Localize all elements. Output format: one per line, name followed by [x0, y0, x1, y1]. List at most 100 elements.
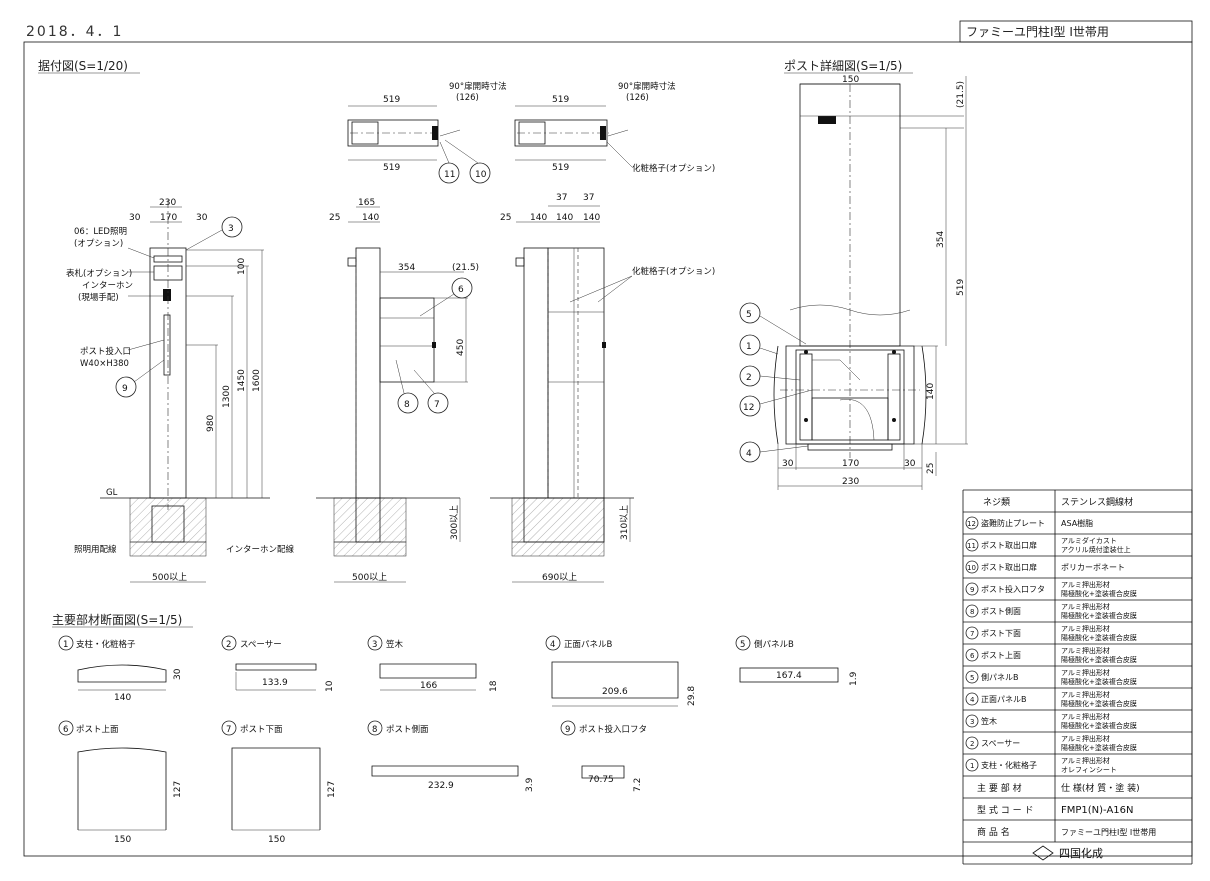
parts-row-number-circle: [965, 670, 979, 684]
parts-row-name: 笠木: [981, 716, 997, 726]
model-code-value: FMP1(N)-A16N: [1061, 805, 1134, 816]
svg-text:1.9: 1.9: [849, 671, 859, 686]
parts-row-number: 10: [967, 564, 976, 572]
svg-text:25: 25: [926, 463, 936, 474]
svg-text:140: 140: [583, 213, 600, 223]
parts-row-name: ポスト取出口扉: [981, 540, 1037, 550]
svg-text:140: 140: [926, 383, 936, 400]
svg-text:3: 3: [228, 224, 234, 234]
parts-row-number-circle: [965, 560, 979, 574]
front-elevation: 230 30 170 30 GL 500以上 06：LED照明 (オプション) …: [66, 198, 295, 583]
title-box: [959, 20, 1193, 43]
parts-row-spec: 陽極酸化+塗装複合皮膜: [1061, 611, 1137, 620]
svg-text:167.4: 167.4: [776, 671, 802, 681]
section-7: 7 ポスト下面 150 127: [221, 720, 337, 845]
parts-row-spec: 陽極酸化+塗装複合皮膜: [1061, 677, 1137, 686]
svg-text:170: 170: [842, 459, 859, 469]
svg-text:500以上: 500以上: [352, 572, 387, 583]
parts-row-spec: アルミ押出形材: [1061, 602, 1110, 611]
plan-view-left: 519 519 90°扉開時寸法 (126) 11 10: [347, 81, 507, 184]
section-2: 2 スペーサー 133.9 10: [221, 635, 335, 692]
svg-text:150: 150: [842, 75, 859, 85]
svg-text:8: 8: [404, 400, 410, 410]
parts-table-header-part: ネジ類: [983, 497, 1010, 508]
svg-text:5: 5: [746, 310, 752, 320]
svg-text:18: 18: [489, 680, 499, 692]
svg-text:1: 1: [746, 342, 752, 352]
section-9: 9 ポスト投入口フタ 70.75 7.2: [560, 720, 647, 792]
parts-row-spec: 陽極酸化+塗装複合皮膜: [1061, 589, 1137, 598]
svg-text:140: 140: [556, 213, 573, 223]
parts-row-number: 6: [970, 652, 975, 660]
parts-row-name: ポスト上面: [981, 651, 1021, 660]
parts-row-name: ポスト側面: [981, 606, 1021, 616]
sections-view-title: 主要部材断面図(S=1/5): [52, 612, 182, 627]
svg-text:166: 166: [420, 681, 437, 691]
parts-row-number: 2: [970, 740, 974, 748]
svg-text:(21.5): (21.5): [452, 263, 479, 273]
parts-row-number-circle: [965, 516, 979, 530]
parts-row-name: スペーサー: [981, 739, 1020, 748]
svg-text:ポスト投入口: ポスト投入口: [80, 346, 131, 357]
svg-text:25: 25: [500, 213, 511, 223]
parts-row-spec: ASA樹脂: [1061, 518, 1093, 528]
svg-text:5: 5: [740, 640, 745, 650]
svg-text:140: 140: [362, 213, 379, 223]
parts-row-spec: アルミ押出形材: [1061, 734, 1110, 743]
parts-row-number: 4: [970, 696, 975, 704]
side-elevation: 165 25 140 500以上 354 (21.5) 450 6 8 7: [316, 198, 479, 583]
parts-row-spec: アルミ押出形材: [1061, 690, 1110, 699]
parts-row-spec: オレフィンシート: [1061, 766, 1117, 774]
parts-row-number: 12: [967, 520, 976, 528]
company-name: 四国化成: [1059, 846, 1103, 860]
svg-text:150: 150: [114, 835, 131, 845]
section-1: 1 支柱・化粧格子 140 30: [58, 635, 183, 703]
parts-row-spec: 陽極酸化+塗装複合皮膜: [1061, 721, 1137, 730]
svg-text:(オプション): (オプション): [74, 239, 123, 249]
svg-text:支柱・化粧格子: 支柱・化粧格子: [76, 639, 136, 650]
svg-text:980: 980: [206, 415, 216, 432]
svg-text:165: 165: [358, 198, 375, 208]
svg-text:690以上: 690以上: [542, 572, 577, 583]
svg-text:29.8: 29.8: [687, 686, 697, 706]
svg-text:(126): (126): [456, 93, 479, 103]
parts-row-number: 8: [970, 608, 974, 616]
svg-text:1450: 1450: [237, 369, 247, 392]
parts-row-number-circle: [965, 538, 979, 552]
option-grid-label-back: 化粧格子(オプション): [632, 266, 715, 277]
svg-text:170: 170: [160, 213, 177, 223]
svg-text:500以上: 500以上: [152, 572, 187, 583]
svg-text:2: 2: [226, 640, 231, 650]
parts-row-number-circle: [965, 692, 979, 706]
parts-row-name: 盗難防止プレート: [981, 518, 1045, 528]
svg-text:150: 150: [268, 835, 285, 845]
svg-text:9: 9: [122, 384, 128, 394]
svg-text:表札(オプション): 表札(オプション): [66, 268, 132, 279]
svg-text:正面パネルB: 正面パネルB: [564, 640, 613, 650]
parts-row-name: ポスト取出口扉: [981, 562, 1037, 572]
parts-row-number-circle: [965, 626, 979, 640]
svg-text:100: 100: [237, 258, 247, 275]
svg-text:519: 519: [956, 279, 966, 296]
post-detail: 150 140 25 354 519 (21.5): [739, 75, 968, 490]
svg-text:10: 10: [325, 680, 335, 692]
parts-row-spec: 陽極酸化+塗装複合皮膜: [1061, 655, 1137, 664]
product-title-top: ファミーユ門柱Ⅰ型 Ⅰ世帯用: [966, 24, 1109, 39]
parts-row-spec: 陽極酸化+塗装複合皮膜: [1061, 743, 1137, 752]
parts-row-number-circle: [965, 582, 979, 596]
parts-row-spec: アルミ押出形材: [1061, 646, 1110, 655]
parts-row-number: 3: [970, 718, 974, 726]
svg-text:笠木: 笠木: [386, 639, 404, 650]
drawing-date: 2018．4．1: [26, 24, 123, 40]
parts-row-number: 1: [970, 762, 974, 770]
option-grid-label-top: 化粧格子(オプション): [632, 163, 715, 174]
post-detail-title: ポスト詳細図(S=1/5): [784, 58, 902, 73]
parts-row-spec: アルミダイカスト: [1061, 536, 1117, 545]
parts-table-header-spec: ステンレス鋼線材: [1061, 496, 1133, 508]
parts-row-spec: アルミ押出形材: [1061, 580, 1110, 589]
svg-text:7: 7: [226, 725, 231, 735]
parts-row-spec: アルミ押出形材: [1061, 756, 1110, 765]
parts-row-number: 7: [970, 630, 974, 638]
